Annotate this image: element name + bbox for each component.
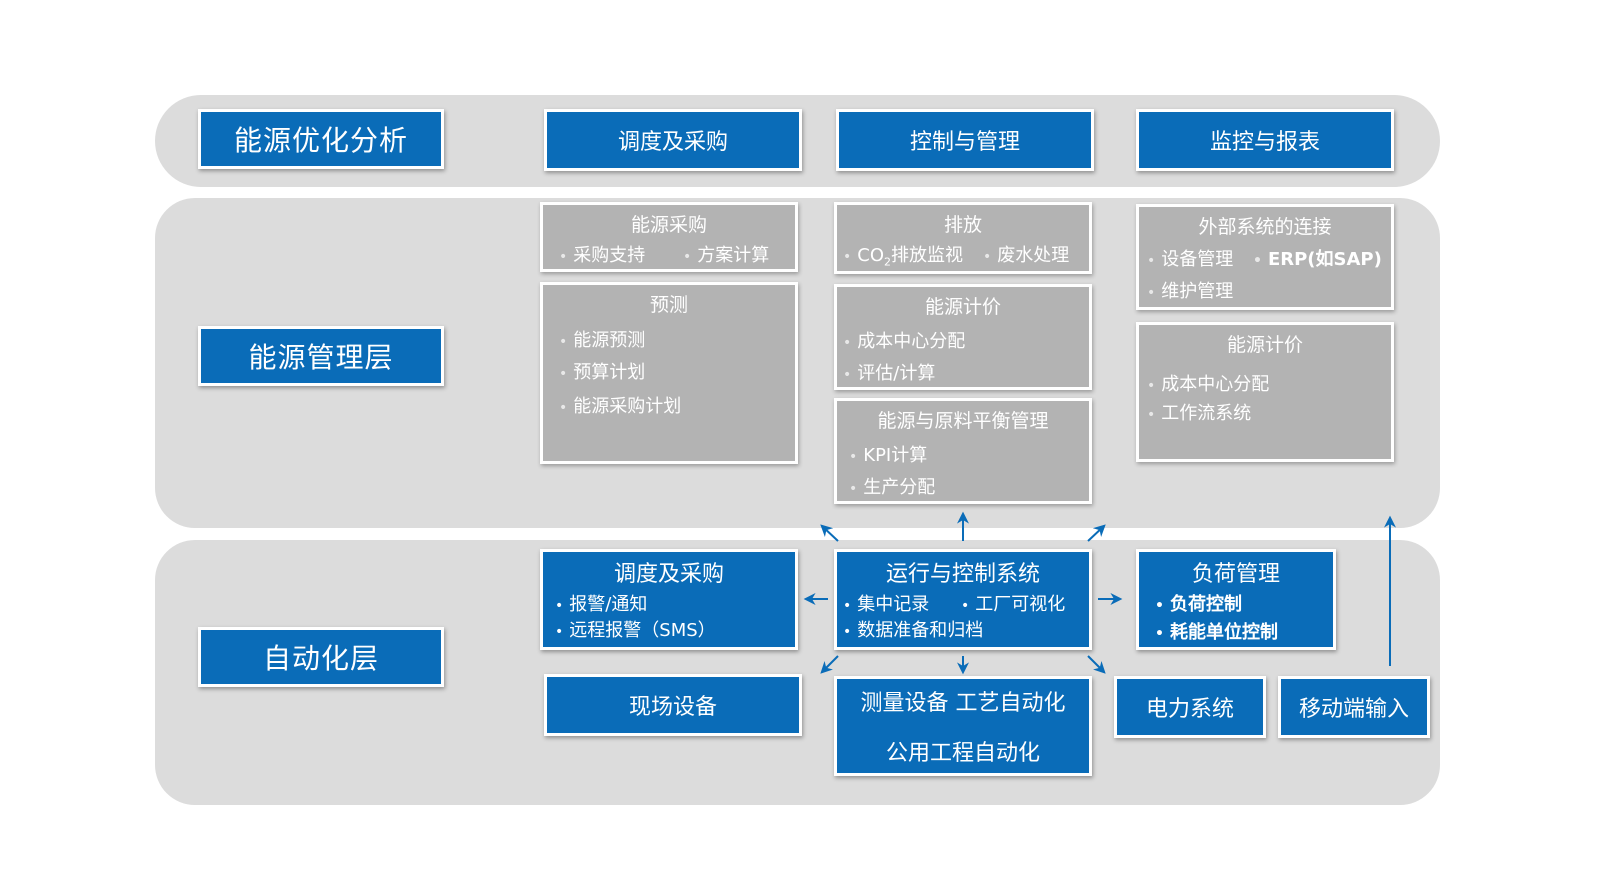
measurement-line-1: 测量设备 工艺自动化 xyxy=(860,691,1066,716)
panel-load-management: 负荷管理 负荷控制 耗能单位控制 xyxy=(1136,549,1336,650)
panel-forecast: 预测 能源预测 预算计划 能源采购计划 xyxy=(540,282,798,464)
mobile-input-box: 移动端输入 xyxy=(1278,676,1430,738)
list-item: KPI计算 xyxy=(849,441,927,467)
list-item: 成本中心分配 xyxy=(843,327,965,353)
list-item: 工作流系统 xyxy=(1147,399,1251,425)
list-item: 采购支持 xyxy=(559,241,645,267)
power-system-box: 电力系统 xyxy=(1114,676,1266,738)
list-item: 负荷控制 xyxy=(1155,590,1242,616)
list-item-co2: CO2排放监视 xyxy=(843,241,963,269)
column-header-monitoring: 监控与报表 xyxy=(1136,109,1394,171)
arrow-up-left xyxy=(820,524,839,542)
list-item: 工厂可视化 xyxy=(961,590,1065,616)
panel-title: 能源计价 xyxy=(924,296,1001,318)
arrow-down-left xyxy=(820,655,839,674)
list-item: 集中记录 xyxy=(843,590,929,616)
list-item: 能源预测 xyxy=(559,326,645,352)
list-item: 废水处理 xyxy=(983,241,1069,267)
field-equipment-box: 现场设备 xyxy=(544,674,802,736)
panel-title: 预测 xyxy=(649,294,688,316)
measurement-automation-box: 测量设备 工艺自动化 公用工程自动化 xyxy=(834,676,1092,776)
list-item: 数据准备和归档 xyxy=(843,616,983,642)
co2-suffix: 排放监视 xyxy=(891,245,964,266)
panel-title: 外部系统的连接 xyxy=(1198,216,1332,238)
panel-title: 能源采购 xyxy=(630,214,707,236)
panel-title: 调度及采购 xyxy=(613,562,724,587)
measurement-line-2: 公用工程自动化 xyxy=(885,741,1040,766)
list-item: 生产分配 xyxy=(849,473,935,499)
panel-external-systems: 外部系统的连接 设备管理 ERP(如SAP) 维护管理 xyxy=(1136,204,1394,310)
list-item: ERP(如SAP) xyxy=(1253,245,1382,271)
co2-subscript: 2 xyxy=(884,255,892,269)
arrow-up-right xyxy=(1087,524,1106,542)
panel-title: 负荷管理 xyxy=(1191,562,1280,587)
panel-energy-pricing-right: 能源计价 成本中心分配 工作流系统 xyxy=(1136,322,1394,462)
list-item: 评估/计算 xyxy=(843,359,935,385)
list-item: 能源采购计划 xyxy=(559,392,681,418)
panel-emission: 排放 CO2排放监视 废水处理 xyxy=(834,202,1092,274)
panel-energy-material-balance: 能源与原料平衡管理 KPI计算 生产分配 xyxy=(834,398,1092,504)
panel-operation-control-system: 运行与控制系统 集中记录 工厂可视化 数据准备和归档 xyxy=(834,549,1092,650)
list-item: 远程报警（SMS） xyxy=(555,616,715,642)
column-header-control: 控制与管理 xyxy=(836,109,1094,171)
list-item: 耗能单位控制 xyxy=(1155,618,1278,644)
panel-title: 运行与控制系统 xyxy=(885,562,1040,587)
panel-energy-pricing-mid: 能源计价 成本中心分配 评估/计算 xyxy=(834,284,1092,390)
co2-prefix: CO xyxy=(857,245,885,266)
layer-label-management: 能源管理层 xyxy=(198,326,444,386)
panel-auto-dispatch: 调度及采购 报警/通知 远程报警（SMS） xyxy=(540,549,798,650)
panel-title: 能源计价 xyxy=(1226,334,1303,356)
list-item: 设备管理 xyxy=(1147,245,1233,271)
column-header-dispatch: 调度及采购 xyxy=(544,109,802,171)
layer-label-automation: 自动化层 xyxy=(198,627,444,687)
arrow-down-right xyxy=(1087,655,1106,674)
list-item: 成本中心分配 xyxy=(1147,370,1269,396)
panel-title: 排放 xyxy=(943,214,982,236)
list-item: 方案计算 xyxy=(683,241,769,267)
layer-label-optimization: 能源优化分析 xyxy=(198,109,444,169)
panel-energy-procurement: 能源采购 采购支持 方案计算 xyxy=(540,202,798,272)
list-item: 维护管理 xyxy=(1147,277,1233,303)
list-item: 预算计划 xyxy=(559,358,645,384)
panel-title: 能源与原料平衡管理 xyxy=(877,410,1049,432)
list-item: 报警/通知 xyxy=(555,590,647,616)
